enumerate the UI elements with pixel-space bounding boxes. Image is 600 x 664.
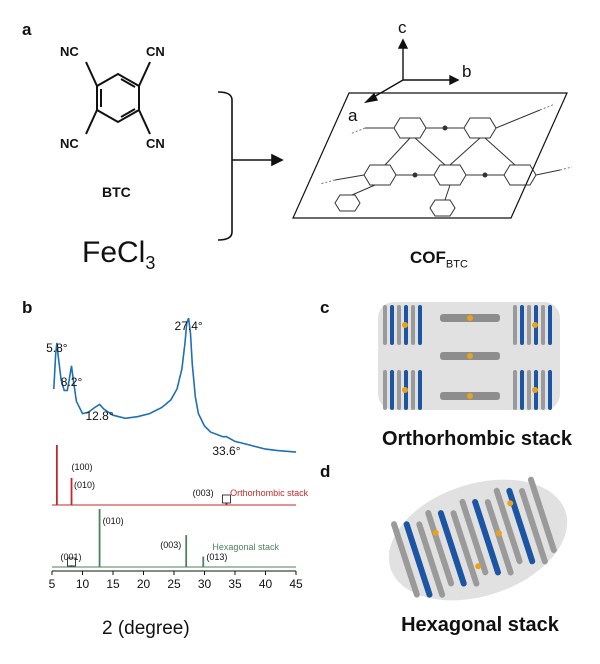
hkl-orthorhombic: (003) [193, 488, 214, 498]
legend-orthorhombic: Orthorhombic stack [230, 488, 309, 498]
ortho-linker [397, 370, 401, 410]
hex-linker [527, 476, 557, 554]
product-name: COFBTC [410, 248, 468, 271]
ortho-linker [541, 305, 545, 345]
x-tick-label: 15 [106, 577, 120, 591]
panel-label-a: a [22, 20, 32, 39]
x-tick-label: 45 [289, 577, 303, 591]
hexagonal-caption: Hexagonal stack [401, 614, 559, 636]
legend-hexagonal: Hexagonal stack [212, 542, 279, 552]
hex-fe-atom [507, 500, 514, 507]
ortho-linker [513, 370, 517, 410]
hkl-hexagonal: (013) [206, 552, 227, 562]
hex-linker [425, 510, 455, 587]
hex-linker [493, 487, 523, 565]
hkl-hexagonal: (010) [103, 516, 124, 526]
ortho-linker [527, 305, 531, 345]
hex-rotated-group [388, 476, 568, 601]
series-experimental [53, 317, 297, 453]
hex-linker [391, 521, 420, 598]
hex-linker [437, 510, 467, 587]
x-tick-label: 30 [198, 577, 212, 591]
ortho-linker [527, 370, 531, 410]
peak-label: 12.8° [86, 409, 114, 423]
metal-salt: FeCl3 [82, 236, 156, 273]
hex-fe-atom [495, 530, 502, 537]
fe-centers [412, 125, 488, 178]
x-tick-label: 10 [76, 577, 90, 591]
ortho-fe-atom [532, 387, 538, 393]
monomer-name: BTC [102, 184, 131, 200]
ortho-linker [411, 370, 415, 410]
x-tick-label: 25 [167, 577, 181, 591]
ortho-linker [520, 370, 524, 410]
peak-label: 8.2° [61, 375, 83, 389]
ortho-linker [383, 305, 387, 345]
ortho-linker [390, 305, 394, 345]
hkl-hexagonal: (003) [160, 540, 181, 550]
zoom-box-hexagonal [67, 557, 76, 567]
nc-label-bottom: NC [60, 136, 79, 151]
hex-fe-atom [432, 529, 439, 536]
benzene-ring [85, 61, 151, 135]
ortho-linker [548, 305, 552, 345]
nc-label-top: NC [60, 44, 79, 59]
ortho-linker [397, 305, 401, 345]
hkl-orthorhombic: (010) [74, 480, 95, 490]
hex-linker [472, 499, 501, 576]
ortho-linker [411, 305, 415, 345]
ortho-linker [383, 370, 387, 410]
zoom-box-orthorhombic [222, 494, 231, 504]
ortho-linker [548, 370, 552, 410]
axis-b-label: b [462, 62, 472, 81]
peak-label: 5.8° [46, 341, 68, 355]
hex-linker [450, 510, 480, 587]
orthorhombic-caption: Orthorhombic stack [381, 428, 573, 450]
hex-linker [403, 521, 433, 598]
hex-linker [416, 521, 446, 598]
ortho-fe-atom [532, 322, 538, 328]
ortho-fe-atom [467, 315, 473, 321]
x-axis-label: 2 (degree) [102, 618, 190, 639]
ortho-fe-atom [402, 387, 408, 393]
hex-linker [484, 499, 514, 576]
cn-label-top: CN [146, 44, 165, 59]
panel-label-b: b [22, 298, 33, 317]
x-tick-label: 40 [259, 577, 273, 591]
hex-linker [519, 488, 548, 565]
peak-label: 27.4° [175, 319, 203, 333]
peak-label: 33.6° [212, 444, 240, 458]
ortho-linker [390, 370, 394, 410]
hex-linker [459, 498, 489, 576]
ortho-linker [541, 370, 545, 410]
cof-sheet-frame [292, 92, 568, 219]
hkl-orthorhombic: (100) [72, 462, 93, 472]
panel-label-c: c [320, 298, 330, 317]
ortho-fe-atom [402, 322, 408, 328]
x-tick-label: 20 [137, 577, 151, 591]
x-tick-label: 5 [49, 577, 56, 591]
ortho-fe-atom [467, 393, 473, 399]
panel-label-d: d [320, 462, 331, 481]
x-tick-label: 35 [228, 577, 242, 591]
ortho-linker [418, 305, 422, 345]
axis-c-label: c [398, 18, 407, 37]
axes-triad [363, 38, 460, 104]
ortho-fe-atom [467, 353, 473, 359]
cn-label-bottom: CN [146, 136, 165, 151]
hex-fe-atom [475, 563, 482, 570]
ortho-linker [513, 305, 517, 345]
cof-framework [319, 103, 573, 217]
hkl-hexagonal: (001) [61, 552, 82, 562]
hex-linker [506, 487, 536, 565]
axis-a-label: a [348, 106, 358, 125]
ortho-linker [520, 305, 524, 345]
reaction-bracket [217, 91, 284, 241]
ortho-linker [418, 370, 422, 410]
